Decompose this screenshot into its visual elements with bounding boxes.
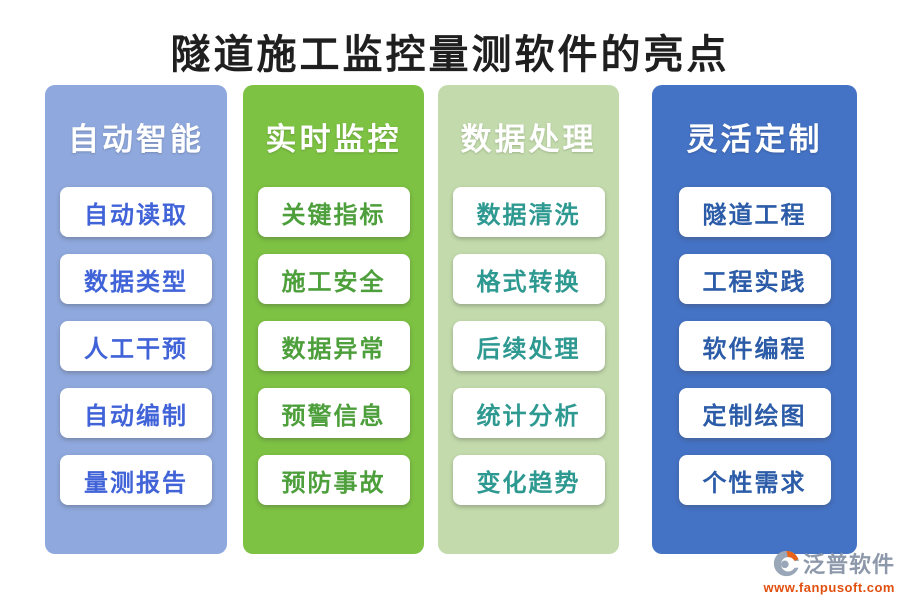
feature-pill: 隧道工程	[678, 187, 831, 237]
feature-pill: 工程实践	[678, 254, 831, 304]
column-heading: 自动智能	[68, 121, 204, 157]
brand-name: 泛普软件	[802, 552, 895, 577]
feature-column-auto-intelligence: 自动智能 自动读取 数据类型 人工干预 自动编制 量测报告	[45, 85, 227, 554]
column-heading: 实时监控	[265, 121, 402, 157]
feature-pill: 定制绘图	[678, 388, 831, 438]
brand-url: www.fanpusoft.com	[763, 580, 895, 595]
feature-pill: 格式转换	[452, 254, 605, 304]
feature-column-realtime-monitoring: 实时监控 关键指标 施工安全 数据异常 预警信息 预防事故	[243, 85, 424, 554]
column-heading: 灵活定制	[686, 121, 823, 157]
feature-pill: 自动读取	[60, 187, 212, 237]
fanpu-circle-logo-icon	[773, 550, 800, 577]
feature-pill: 数据异常	[257, 321, 410, 371]
feature-pill: 施工安全	[257, 254, 410, 304]
feature-pill: 数据清洗	[452, 187, 605, 237]
feature-column-data-processing: 数据处理 数据清洗 格式转换 后续处理 统计分析 变化趋势	[438, 85, 619, 554]
feature-pill: 量测报告	[60, 455, 212, 505]
brand-watermark: 泛普软件 www.fanpusoft.com	[760, 547, 895, 595]
feature-pill: 后续处理	[452, 321, 605, 371]
feature-column-flexible-customization: 灵活定制 隧道工程 工程实践 软件编程 定制绘图 个性需求	[652, 85, 857, 554]
feature-pill: 关键指标	[257, 187, 410, 237]
feature-pill: 自动编制	[60, 388, 212, 438]
feature-pill: 预防事故	[257, 455, 410, 505]
page-title: 隧道施工监控量测软件的亮点	[170, 32, 730, 77]
feature-pill: 数据类型	[60, 254, 212, 304]
feature-pill: 软件编程	[678, 321, 831, 371]
feature-pill: 个性需求	[678, 455, 831, 505]
feature-pill: 预警信息	[257, 388, 410, 438]
column-heading: 数据处理	[460, 121, 597, 157]
feature-pill: 人工干预	[60, 321, 212, 371]
feature-pill: 统计分析	[452, 388, 605, 438]
feature-pill: 变化趋势	[452, 455, 605, 505]
